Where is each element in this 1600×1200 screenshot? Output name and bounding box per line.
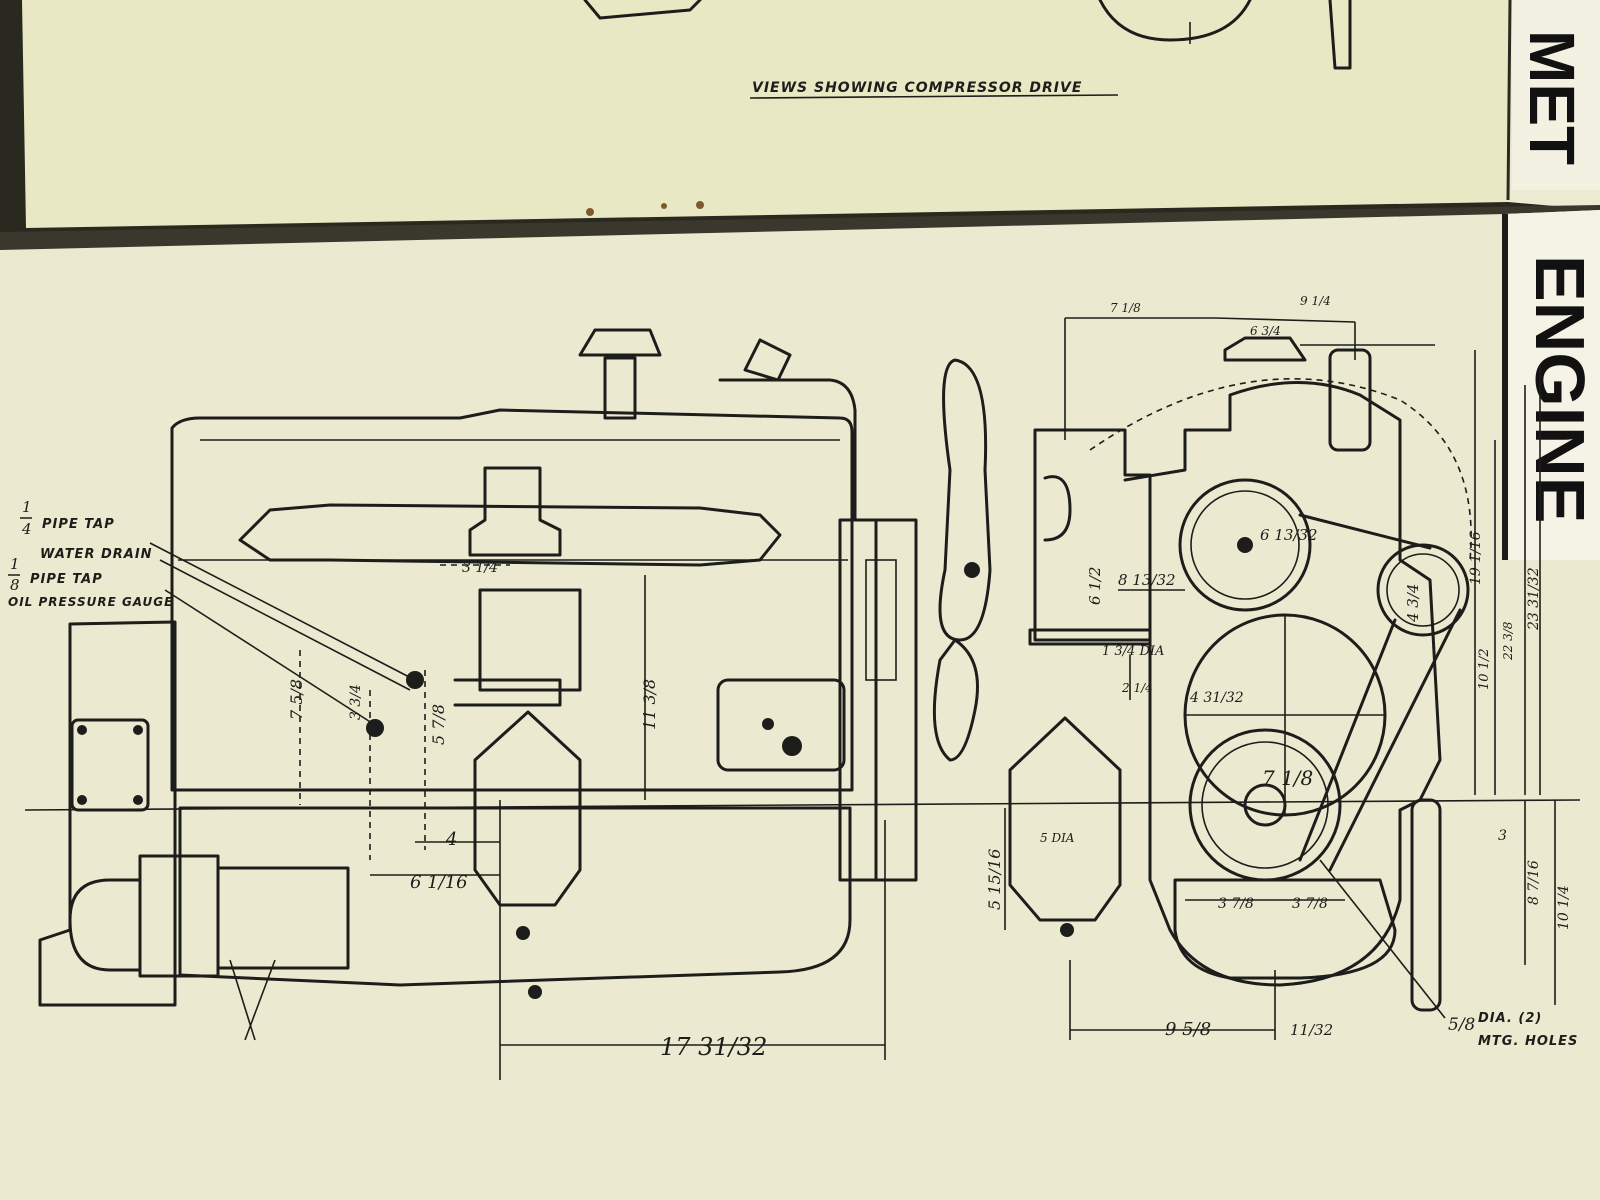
dim-6-1-2: 6 1/2 xyxy=(1086,567,1104,605)
dim-10-1-4: 10 1/4 xyxy=(1556,885,1572,930)
dim-7-5-8: 7 5/8 xyxy=(287,679,306,720)
dim-9-5-8: 9 5/8 xyxy=(1165,1019,1211,1040)
dim-top-6-3-4: 6 3/4 xyxy=(1250,324,1281,338)
dim-4: 4 xyxy=(445,829,457,850)
right-band-text: ENGINE xyxy=(1521,255,1599,523)
water-drain-label: WATER DRAIN xyxy=(40,547,153,562)
mount-holes-label-line1: DIA. (2) xyxy=(1478,1011,1542,1026)
dim-mount-hole-size: 5/8 xyxy=(1448,1015,1476,1035)
dim-3-7-8-left: 3 7/8 xyxy=(1218,896,1254,912)
top-page xyxy=(22,0,1510,228)
side-view-drawing xyxy=(24,328,1581,1080)
top-band-text: MET xyxy=(1516,30,1588,165)
eighth-pipe-tap-label: PIPE TAP xyxy=(30,572,103,587)
svg-text:1: 1 xyxy=(22,498,32,516)
svg-text:4: 4 xyxy=(21,520,32,538)
front-view-drawing xyxy=(1004,317,1556,1040)
dim-11-3-8: 11 3/8 xyxy=(640,679,659,730)
right-band xyxy=(1505,210,1600,560)
top-page-drawing-fragment xyxy=(583,0,1352,70)
dim-8-7-16: 8 7/16 xyxy=(1526,860,1542,905)
dim-filter-height: 5 15/16 xyxy=(985,849,1004,910)
dim-3-1-4-side: 3 1/4 xyxy=(462,560,498,576)
dim-8-13-32: 8 13/32 xyxy=(1118,571,1176,589)
dim-11-32: 11/32 xyxy=(1290,1021,1333,1039)
svg-text:1: 1 xyxy=(10,555,20,573)
dim-3-3-4: 3 3/4 xyxy=(348,684,364,720)
compressor-drive-caption: VIEWS SHOWING COMPRESSOR DRIVE xyxy=(752,80,1082,96)
dim-h-23-31-32: 23 31/32 xyxy=(1526,567,1542,631)
dim-6-1-16: 6 1/16 xyxy=(410,872,468,893)
top-page-band xyxy=(1512,0,1600,190)
dim-h-22-3-8: 22 3/8 xyxy=(1501,621,1515,661)
svg-text:8: 8 xyxy=(10,576,20,594)
page-fold-shadow xyxy=(0,205,1600,252)
dim-h-19-1-16: 19 1/16 xyxy=(1468,531,1484,585)
dim-pulley-6-13-32: 6 13/32 xyxy=(1260,526,1318,544)
dim-3: 3 xyxy=(1498,828,1507,844)
dim-top-9-1-4: 9 1/4 xyxy=(1300,294,1331,308)
oil-pressure-gauge-label: OIL PRESSURE GAUGE xyxy=(8,595,173,609)
dim-5-7-8: 5 7/8 xyxy=(429,704,448,745)
quarter-pipe-tap-label: PIPE TAP xyxy=(42,517,115,532)
dim-2-1-4: 2 1/4 xyxy=(1121,681,1153,695)
mount-holes-label-line2: MTG. HOLES xyxy=(1478,1034,1578,1049)
dim-top-7-1-8: 7 1/8 xyxy=(1110,301,1141,315)
dim-overall-length: 17 31/32 xyxy=(660,1033,767,1061)
main-page xyxy=(0,210,1600,1200)
dim-filter-dia: 5 DIA xyxy=(1040,831,1075,845)
dim-pulley-4-3-4: 4 3/4 xyxy=(1404,584,1422,623)
dim-pulley-7-1-8: 7 1/8 xyxy=(1262,766,1313,790)
dim-4-31-32: 4 31/32 xyxy=(1189,690,1244,706)
dim-1-3-4-dia: 1 3/4 DIA xyxy=(1102,644,1164,659)
dim-h-10-1-2: 10 1/2 xyxy=(1477,648,1492,690)
dim-3-7-8-right: 3 7/8 xyxy=(1292,896,1328,912)
